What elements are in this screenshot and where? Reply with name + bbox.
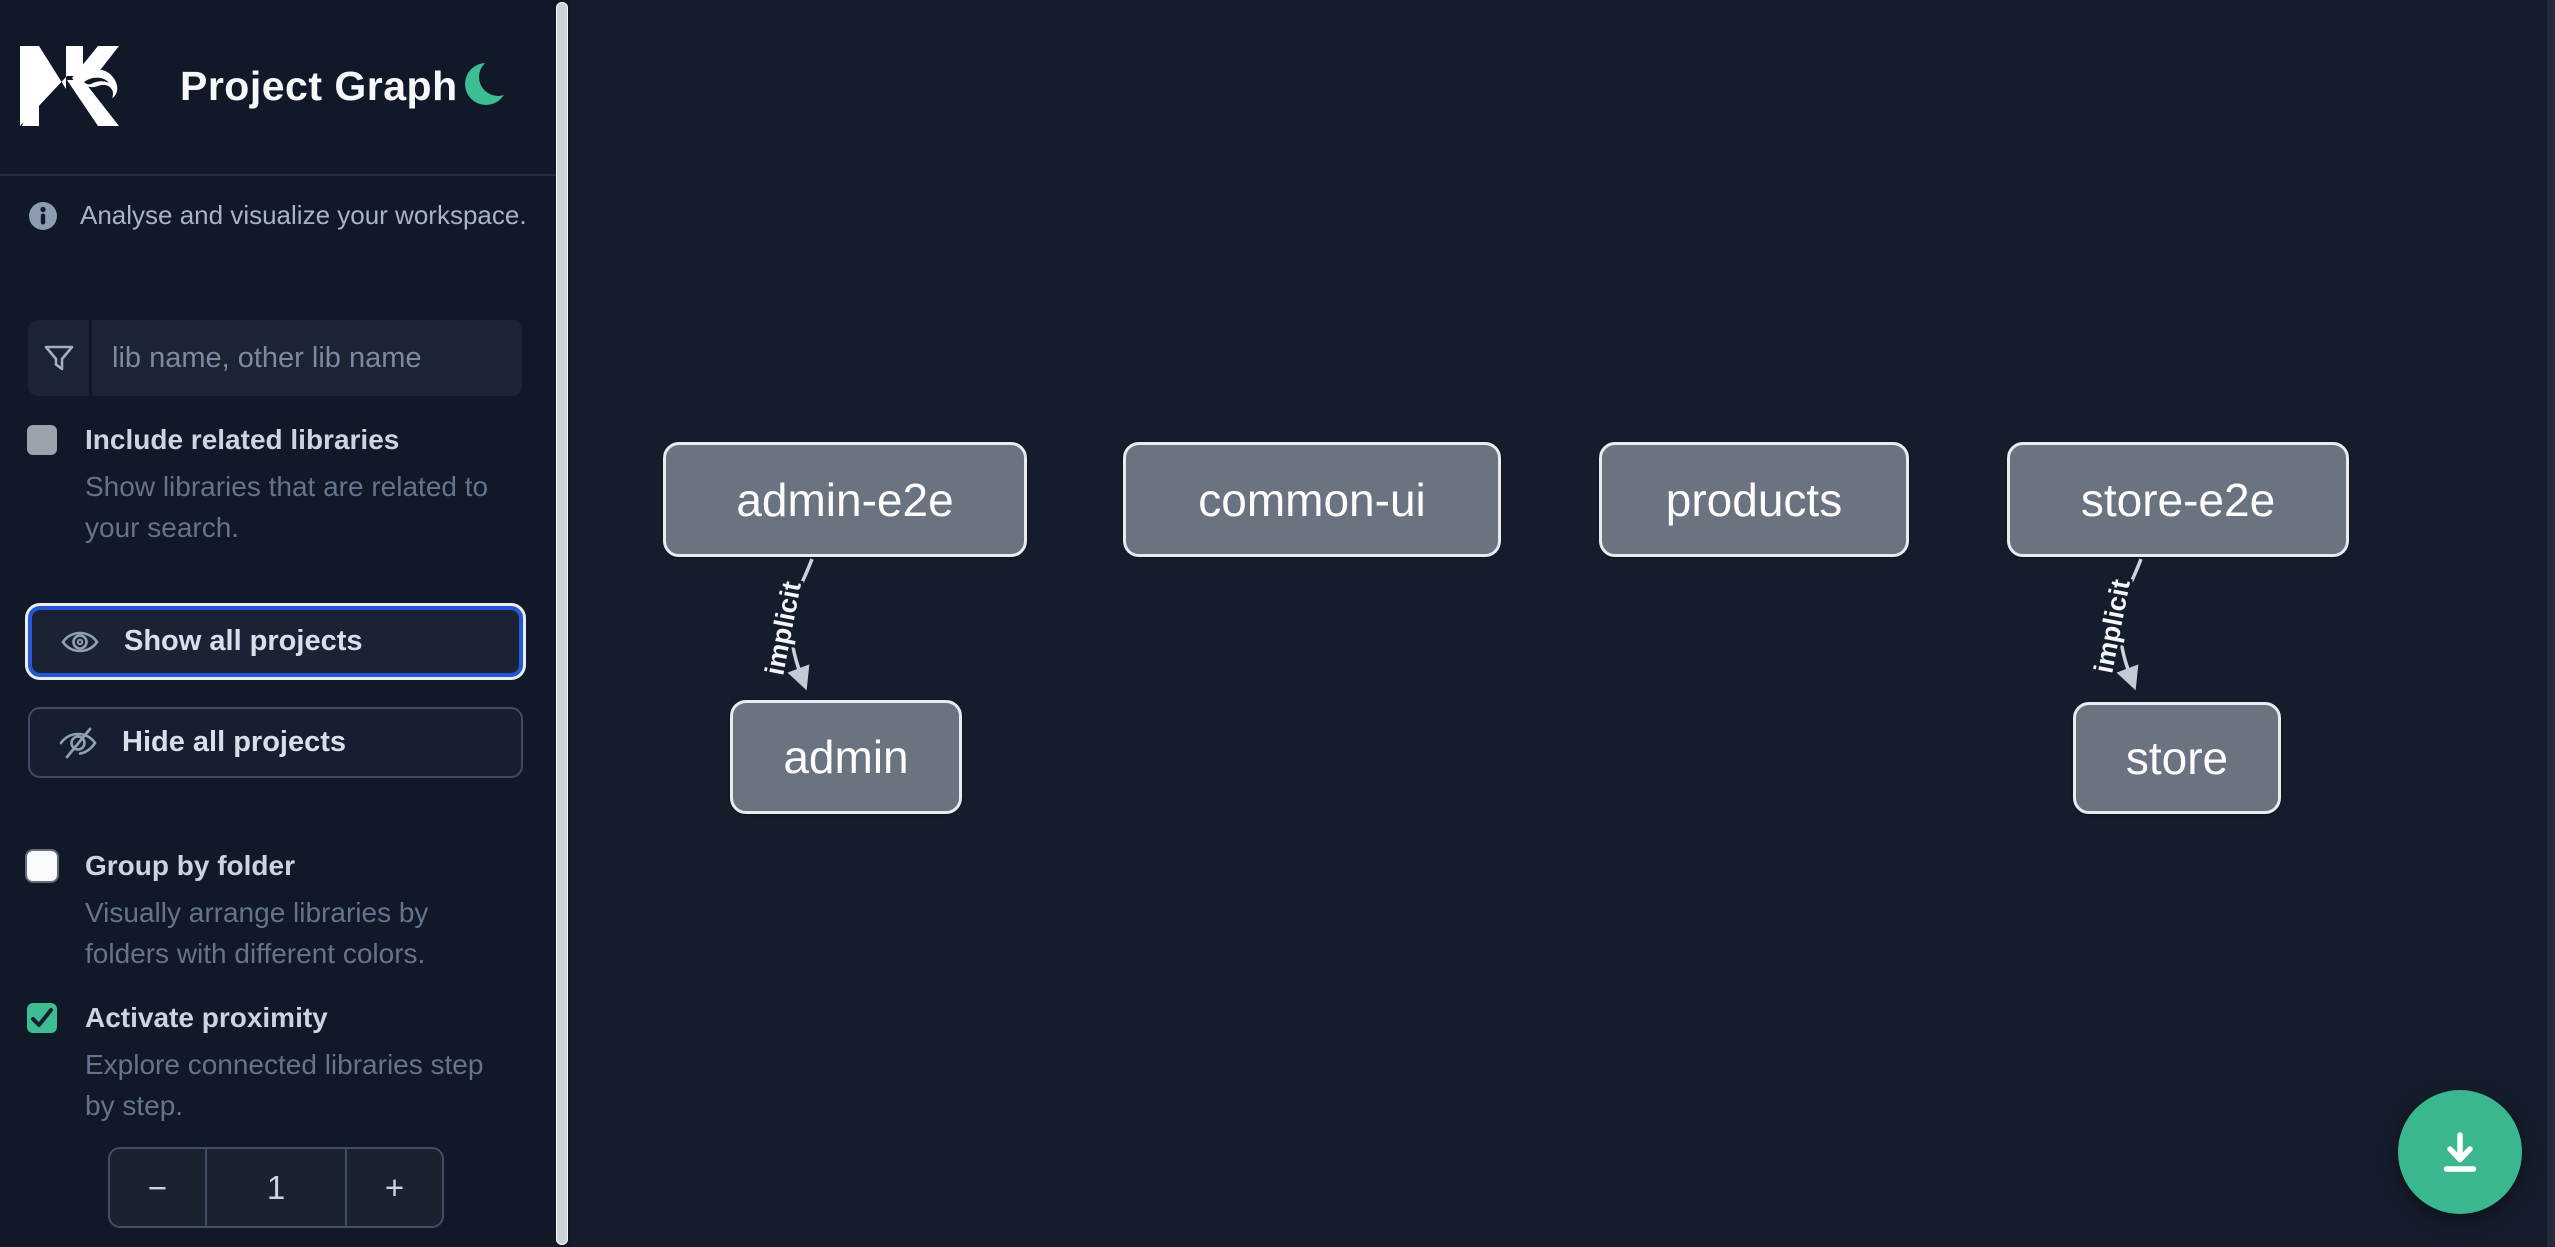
edge-label-implicit: implicit [759,579,806,678]
eye-icon [61,631,99,652]
funnel-icon [44,345,73,371]
project-node-common-ui[interactable]: common-ui [1123,442,1501,557]
download-graph-button[interactable] [2398,1090,2522,1214]
sidebar-header: Project Graph [0,0,556,176]
project-node-admin[interactable]: admin [730,700,962,814]
hide-all-projects-label: Hide all projects [122,726,347,758]
page-title: Project Graph [180,63,458,109]
workspace-info: Analyse and visualize your workspace. [28,200,528,231]
project-node-products[interactable]: products [1599,442,1909,557]
graph-canvas[interactable]: implicit implicit admin-e2e common-ui pr… [570,0,2555,1247]
option-description: Explore connected libraries step by step… [85,1049,484,1121]
filter-input[interactable] [92,320,522,396]
edge-store-e2e-to-store [2116,558,2143,691]
dependency-edges: implicit implicit [756,558,2143,691]
project-node-store-e2e[interactable]: store-e2e [2007,442,2349,557]
option-description: Show libraries that are related to your … [85,471,489,543]
proximity-depth-stepper: − 1 + [108,1147,444,1228]
option-label: Include related libraries [85,424,400,455]
option-label: Group by folder [85,850,295,881]
show-all-projects-button[interactable]: Show all projects [25,603,526,680]
info-text: Analyse and visualize your workspace. [80,200,527,230]
sidebar-scrollbar[interactable] [556,2,568,1245]
hide-all-projects-button[interactable]: Hide all projects [28,707,523,778]
show-all-projects-label: Show all projects [124,625,363,657]
info-icon [29,201,57,230]
sidebar: Project Graph Analyse and visualize your… [0,0,570,1247]
option-group-by-folder: Group by folder Visually arrange librari… [27,850,527,974]
option-activate-proximity: Activate proximity Explore connected lib… [27,1002,527,1126]
edge-admin-e2e-to-admin [787,558,814,691]
group-by-folder-checkbox[interactable] [27,851,57,881]
include-related-checkbox[interactable] [27,425,57,455]
option-description: Visually arrange libraries by folders wi… [85,897,429,969]
filter-box [28,320,522,396]
increment-button[interactable]: + [345,1149,442,1226]
decrement-button[interactable]: − [110,1149,207,1226]
option-label: Activate proximity [85,1002,328,1033]
download-icon [2443,1132,2477,1172]
theme-toggle-button[interactable] [460,56,517,112]
option-include-related: Include related libraries Show libraries… [27,424,527,548]
project-node-store[interactable]: store [2073,702,2281,814]
nx-logo-icon [20,46,119,126]
eye-slash-icon [59,727,97,758]
project-node-admin-e2e[interactable]: admin-e2e [663,442,1027,557]
check-icon [31,1008,53,1027]
moon-icon [465,58,517,105]
filter-icon-cell [28,320,92,396]
proximity-depth-value: 1 [266,1168,286,1206]
edge-label-implicit: implicit [2088,577,2135,676]
activate-proximity-checkbox[interactable] [27,1003,57,1033]
page-scrollbar[interactable] [2547,0,2555,1247]
